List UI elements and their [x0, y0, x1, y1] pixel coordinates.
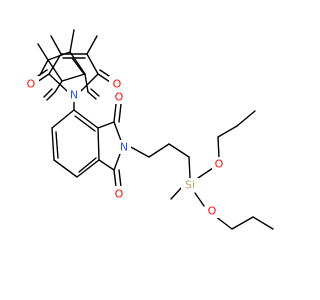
bond	[87, 91, 97, 100]
bond	[236, 110, 256, 127]
bond	[37, 43, 49, 61]
bond	[84, 73, 89, 93]
bond	[217, 136, 220, 159]
maleimide-ring-bonds	[39, 59, 100, 101]
bond	[47, 59, 63, 82]
bond	[148, 143, 170, 158]
bond	[51, 109, 75, 129]
bond	[86, 35, 98, 55]
bond	[73, 109, 99, 129]
bond	[113, 103, 117, 123]
bond	[217, 125, 238, 138]
atom-o: O	[215, 158, 224, 171]
bond	[53, 159, 78, 178]
bond	[61, 73, 86, 82]
bond	[118, 103, 122, 123]
bond	[48, 73, 68, 92]
bond	[97, 121, 115, 129]
bond	[54, 80, 63, 93]
bond	[118, 169, 122, 188]
bond	[168, 143, 190, 158]
benzene-ring	[51, 97, 100, 178]
bond	[90, 88, 100, 97]
bond	[97, 127, 100, 161]
bond	[252, 216, 274, 230]
atom-n: N	[70, 89, 78, 102]
atom-o: O	[115, 91, 124, 104]
atom-n: N	[120, 141, 128, 154]
bond	[71, 57, 85, 75]
bond	[214, 215, 233, 230]
bond	[188, 156, 191, 179]
bond	[48, 53, 62, 75]
bond	[51, 127, 55, 161]
bond	[50, 35, 62, 55]
bond	[76, 159, 100, 178]
maleimide-ring-explicit	[31, 35, 116, 92]
bond	[43, 88, 53, 98]
bond	[78, 157, 97, 173]
maleimide-core	[37, 29, 86, 75]
bond	[86, 53, 99, 75]
silicon-substituents	[170, 110, 274, 230]
propyl-linker	[128, 143, 191, 179]
bond	[231, 216, 254, 230]
bond	[194, 192, 205, 207]
atom-o: O	[115, 188, 124, 201]
bond	[80, 73, 99, 92]
bond	[113, 169, 117, 188]
atom-o: O	[27, 78, 36, 91]
atom-si: Si	[185, 179, 195, 192]
structure-diagram: O O N O O N Si O O	[25, 29, 274, 230]
bond	[39, 59, 49, 76]
bond	[98, 159, 115, 171]
bond	[69, 51, 86, 75]
atom-o: O	[208, 205, 217, 218]
bond	[69, 29, 75, 53]
bond	[74, 115, 96, 132]
atom-labels: O O N O O N Si O O	[25, 76, 226, 218]
bond	[46, 91, 56, 101]
bond	[128, 145, 150, 158]
bond	[55, 131, 59, 159]
atom-o: O	[113, 78, 122, 91]
bond	[197, 167, 214, 179]
